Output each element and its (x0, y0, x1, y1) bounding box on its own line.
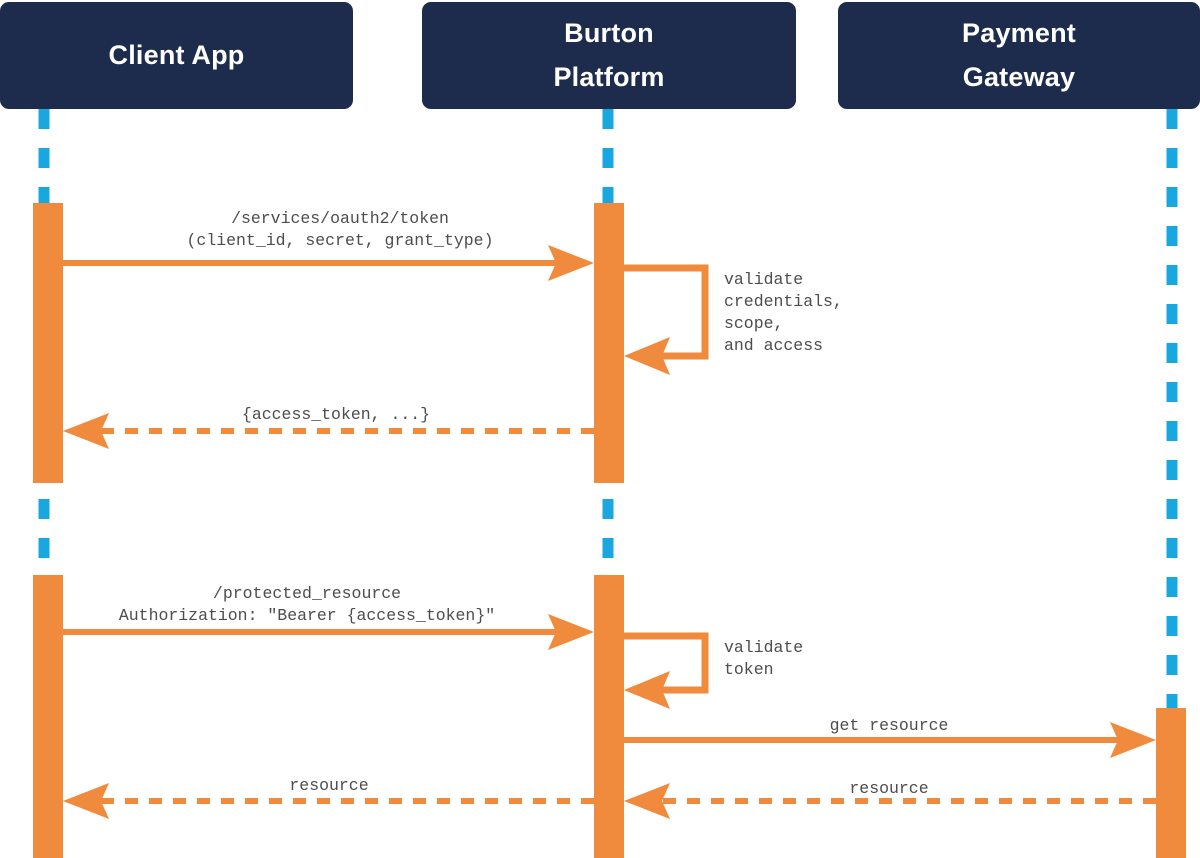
actor-box-burton[interactable]: Burton Platform (422, 2, 796, 109)
message-arrow-resource-client-response (63, 783, 594, 819)
message-label-validate-credentials: validate credentials, scope, and access (724, 270, 843, 355)
message-label-get-resource: get resource (829, 716, 949, 735)
activation-burton-2 (594, 575, 624, 858)
activation-client-2 (33, 575, 63, 858)
actor-box-gateway[interactable]: Payment Gateway (838, 2, 1200, 109)
message-label-access-token-response: {access_token, ...} (241, 405, 431, 424)
message-label-validate-token: validate token (724, 638, 804, 679)
message-label-protected-resource: /protected_resource Authorization: "Bear… (118, 584, 496, 625)
message-arrow-access-token-response (63, 413, 594, 449)
actor-label-burton: Burton Platform (553, 17, 665, 92)
message-label-resource-gateway-response: resource (849, 779, 929, 798)
message-arrow-get-resource (624, 722, 1156, 758)
actor-box-client[interactable]: Client App (0, 2, 353, 109)
message-arrow-resource-gateway-response (624, 783, 1156, 819)
activation-client-1 (33, 203, 63, 483)
message-label-oauth2-token: /services/oauth2/token (client_id, secre… (186, 209, 494, 250)
actor-label-gateway: Payment Gateway (962, 17, 1076, 92)
activation-gateway-1 (1156, 708, 1186, 858)
activation-burton-1 (594, 203, 624, 483)
actor-label-client: Client App (108, 39, 245, 70)
message-arrow-validate-credentials (624, 264, 709, 375)
message-arrow-oauth2-token (63, 245, 594, 281)
message-arrow-validate-token (624, 632, 709, 709)
message-label-resource-client-response: resource (289, 776, 369, 795)
activation-bars-group (33, 203, 1186, 858)
message-arrow-protected-resource (63, 614, 594, 650)
